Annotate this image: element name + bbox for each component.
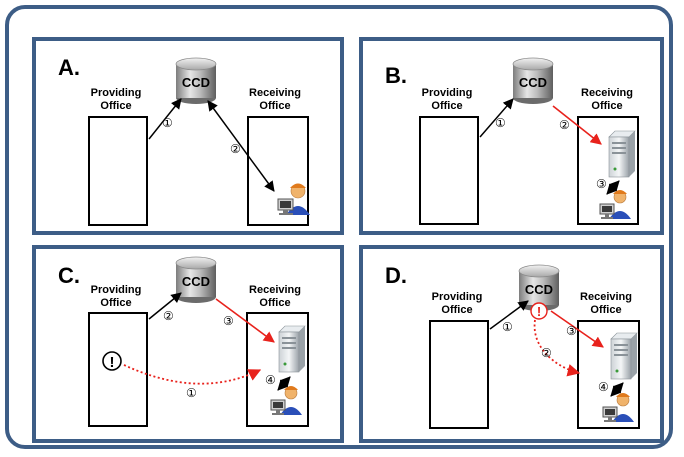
step-number: ③ bbox=[596, 177, 607, 191]
server-icon bbox=[608, 130, 636, 178]
step-number: ① bbox=[495, 116, 506, 130]
receiving-office-label: Receiving bbox=[249, 284, 301, 296]
server-icon bbox=[278, 325, 306, 373]
providing-office-label: Providing bbox=[432, 291, 483, 303]
alert-icon: ! bbox=[102, 351, 122, 371]
database-icon: CCD bbox=[512, 57, 554, 104]
providing-office-box bbox=[429, 320, 489, 429]
providing-office-box bbox=[88, 116, 148, 226]
receiving-office-label: Office bbox=[590, 304, 621, 316]
panel-d: D. Providing Office Receiving Office CCD… bbox=[359, 245, 664, 443]
panel-label: B. bbox=[385, 63, 407, 88]
receiving-office-label: Office bbox=[259, 100, 290, 112]
panel-b: B. Providing Office Receiving Office CCD… bbox=[359, 37, 664, 235]
svg-text:!: ! bbox=[110, 354, 115, 371]
panel-c: C. Providing Office Receiving Office CCD… bbox=[32, 245, 344, 443]
receiving-office-label: Office bbox=[259, 297, 290, 309]
providing-office-box bbox=[419, 116, 479, 225]
step-number: ① bbox=[162, 116, 173, 130]
providing-office-label: Office bbox=[100, 100, 131, 112]
alert-icon: ! bbox=[530, 302, 548, 320]
providing-office-label: Office bbox=[100, 297, 131, 309]
diagram-frame bbox=[5, 5, 673, 449]
server-icon bbox=[610, 332, 638, 380]
user-at-computer-icon bbox=[277, 183, 310, 215]
receiving-office-label: Receiving bbox=[580, 291, 632, 303]
providing-office-label: Providing bbox=[91, 87, 142, 99]
database-label: CCD bbox=[525, 282, 553, 297]
step-number: ④ bbox=[598, 380, 609, 394]
database-label: CCD bbox=[182, 75, 210, 90]
database-icon: CCD bbox=[175, 256, 217, 303]
panel-label: A. bbox=[58, 55, 80, 80]
step-number: ① bbox=[502, 320, 513, 334]
providing-office-label: Providing bbox=[422, 87, 473, 99]
receiving-office-label: Receiving bbox=[249, 87, 301, 99]
database-label: CCD bbox=[519, 75, 547, 90]
user-at-computer-icon bbox=[602, 393, 634, 422]
providing-office-box bbox=[88, 312, 148, 427]
database-label: CCD bbox=[182, 274, 210, 289]
svg-text:!: ! bbox=[537, 304, 541, 319]
providing-office-label: Office bbox=[441, 304, 472, 316]
user-at-computer-icon bbox=[599, 190, 631, 219]
providing-office-label: Providing bbox=[91, 284, 142, 296]
panel-label: C. bbox=[58, 263, 80, 288]
step-number: ② bbox=[559, 118, 570, 132]
receiving-office-label: Receiving bbox=[581, 87, 633, 99]
user-at-computer-icon bbox=[270, 386, 302, 415]
receiving-office-label: Office bbox=[591, 100, 622, 112]
panel-a: A. Providing Office Receiving Office CCD… bbox=[32, 37, 344, 235]
providing-office-label: Office bbox=[431, 100, 462, 112]
panel-label: D. bbox=[385, 263, 407, 288]
database-icon: CCD bbox=[175, 57, 217, 104]
step-number: ② bbox=[163, 309, 174, 323]
step-number: ④ bbox=[265, 373, 276, 387]
step-number: ③ bbox=[223, 314, 234, 328]
step-number: ② bbox=[230, 142, 241, 156]
step-number: ② bbox=[541, 346, 552, 360]
step-number: ③ bbox=[566, 324, 577, 338]
step-number: ① bbox=[186, 386, 197, 400]
